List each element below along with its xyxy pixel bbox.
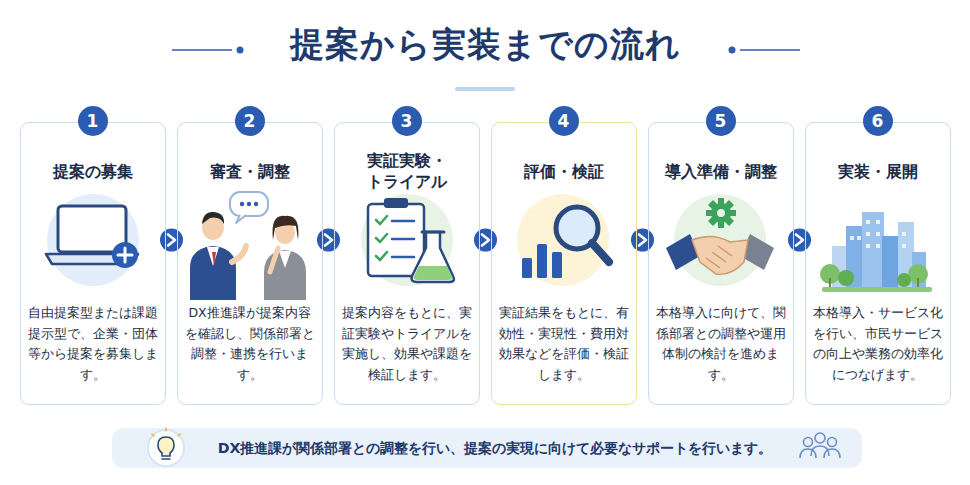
step-heading: 評価・検証 <box>524 162 604 183</box>
arrow-head <box>639 235 646 246</box>
step-heading-wrap: 実装・展開 <box>806 147 950 197</box>
handshake-icon <box>666 194 774 286</box>
step-number: 3 <box>392 106 422 136</box>
title-dot <box>729 47 736 54</box>
step-description: 本格導入・サービス化を行い、市民サービスの向上や業務の効率化につなげます。 <box>812 303 944 386</box>
step-card: 2審査・調整DX推進課が提案内容を確認し、関係部署と調整・連携を行います。 <box>177 122 323 405</box>
arrow-badge <box>788 229 811 252</box>
arrow-badge <box>631 229 654 252</box>
diagram-title: 提案から実装までの流れ <box>0 22 970 68</box>
step-heading: 実装・展開 <box>838 162 918 183</box>
checklist-flask-icon <box>361 194 454 286</box>
arrow-badge <box>317 229 340 252</box>
analysis-icon <box>517 194 609 286</box>
step-description: 提案内容をもとに、実証実験やトライアルを実施し、効果や課題を検証します。 <box>341 303 473 386</box>
flow-arrow <box>160 229 183 252</box>
step-number: 6 <box>863 106 893 136</box>
arrow-head <box>482 235 489 246</box>
step-number: 5 <box>706 106 736 136</box>
step-heading: 審査・調整 <box>210 162 290 183</box>
step-heading-wrap: 評価・検証 <box>492 147 636 197</box>
arrow-badge <box>160 229 183 252</box>
support-band-ground <box>112 428 862 468</box>
step-number: 4 <box>549 106 579 136</box>
arrow-head <box>168 235 175 246</box>
step-card: 4評価・検証実証結果をもとに、有効性・実現性・費用対効果などを評価・検証します。 <box>491 122 637 405</box>
step-number: 2 <box>235 106 265 136</box>
laptop-icon <box>46 194 139 286</box>
arrow-head <box>325 235 332 246</box>
step-heading: 導入準備・調整 <box>665 162 777 183</box>
step-heading: 実証実験・トライアル <box>364 151 450 193</box>
support-band: DX推進課が関係部署との調整を行い、提案の実現に向けて必要なサポートを行います。 <box>200 428 790 468</box>
step-description: 本格導入に向けて、関係部署との調整や運用体制の検討を進めます。 <box>655 303 787 386</box>
step-heading: 提案の募集 <box>53 162 133 183</box>
title-rule <box>740 49 800 51</box>
step-number: 1 <box>78 106 108 136</box>
arrow-badge <box>474 229 497 252</box>
step-card: 3実証実験・トライアル提案内容をもとに、実証実験やトライアルを実施し、効果や課題… <box>334 122 480 405</box>
flow-arrow <box>631 229 654 252</box>
title-underline <box>457 87 513 91</box>
flow-arrow <box>788 229 811 252</box>
people-group-icon <box>800 433 840 458</box>
flow-arrow <box>474 229 497 252</box>
step-card: 1提案の募集自由提案型または課題提示型で、企業・団体等から提案を募集します。 <box>20 122 166 405</box>
lightbulb-icon <box>148 428 184 466</box>
step-heading-wrap: 審査・調整 <box>178 147 322 197</box>
step-description: DX推進課が提案内容を確認し、関係部署と調整・連携を行います。 <box>184 303 316 386</box>
people-talking-icon <box>190 192 306 300</box>
step-description: 自由提案型または課題提示型で、企業・団体等から提案を募集します。 <box>27 303 159 386</box>
step-card: 6実装・展開本格導入・サービス化を行い、市民サービスの向上や業務の効率化につなげ… <box>805 122 951 405</box>
step-heading-wrap: 提案の募集 <box>21 147 165 197</box>
title-dot <box>237 47 244 54</box>
city-icon <box>820 212 932 292</box>
step-heading-wrap: 実証実験・トライアル <box>335 147 479 197</box>
arrow-head <box>796 235 803 246</box>
step-card: 5導入準備・調整本格導入に向けて、関係部署との調整や運用体制の検討を進めます。 <box>648 122 794 405</box>
title-rule <box>172 49 232 51</box>
support-note: DX推進課が関係部署との調整を行い、提案の実現に向けて必要なサポートを行います。 <box>218 439 773 458</box>
step-heading-wrap: 導入準備・調整 <box>649 147 793 197</box>
flow-arrow <box>317 229 340 252</box>
step-description: 実証結果をもとに、有効性・実現性・費用対効果などを評価・検証します。 <box>498 303 630 386</box>
